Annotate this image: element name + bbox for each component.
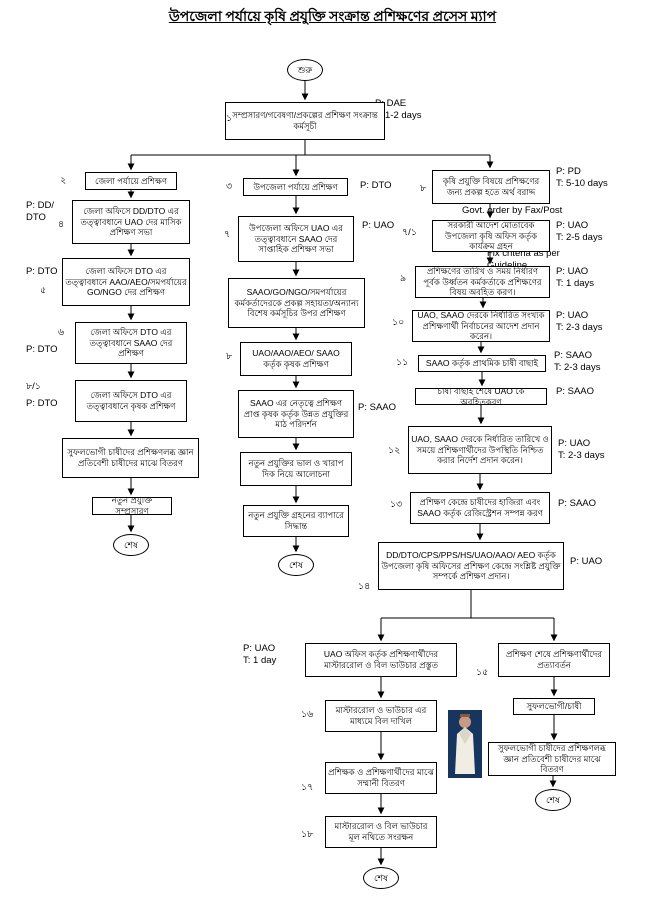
annotation-uao-1day: P: UAO T: 1 days bbox=[556, 266, 595, 289]
node-farmer-training-by-officers: UAO/AAO/AEO/ SAAO কর্তৃক কৃষক প্রশিক্ষণ bbox=[240, 342, 352, 376]
node-district-level-training: জেলা পর্যায়ে প্রশিক্ষণ bbox=[85, 172, 177, 190]
step-number-12: ১২ bbox=[388, 445, 401, 456]
end-terminal-middle: শেষ bbox=[278, 554, 314, 576]
node-district-officer-training: জেলা অফিসে DTO এর তত্ত্বাবধানে AAO/AEO/স… bbox=[62, 258, 190, 306]
step-number-9: ৯ bbox=[400, 273, 407, 284]
node-trainee-return: প্রশিক্ষণ শেষে প্রশিক্ষণার্থীদের প্রত্যা… bbox=[498, 643, 610, 677]
annotation-saao-field: P: SAAO bbox=[358, 402, 397, 413]
annotation-pd: P: PD T: 5-10 days bbox=[556, 166, 608, 189]
node-farmer-shortlisting: SAAO কর্তৃক প্রাথমিক চাষী বাছাই bbox=[418, 355, 546, 372]
end-terminal-bottom-right: শেষ bbox=[535, 789, 571, 811]
annotation-dd-dto: P: DD/ DTO bbox=[26, 200, 54, 223]
step-number-8-right: ৮ bbox=[420, 183, 427, 194]
step-number-7: ৭ bbox=[224, 229, 231, 240]
end-terminal-left: শেষ bbox=[113, 534, 149, 556]
step-number-17: ১৭ bbox=[301, 782, 314, 793]
node-field-visit: SAAO এর নেতৃত্বে প্রশিক্ষণ প্রাপ্ত কৃষক … bbox=[238, 390, 354, 438]
step-number-1: ১ bbox=[226, 113, 233, 124]
node-govt-order-action: সরকারী আদেশ মোতাবেক উপজেলা কৃষি অফিস কর্… bbox=[432, 220, 550, 252]
node-registration: প্রশিক্ষণ কেন্দ্রে চাষীদের হাজিরা এবং SA… bbox=[410, 492, 550, 524]
step-number-3: ৩ bbox=[226, 181, 233, 192]
end-label: শেষ bbox=[374, 872, 388, 883]
annotation-dto-saao: P: DTO bbox=[26, 344, 58, 355]
step-number-14: ১৪ bbox=[358, 581, 371, 592]
end-label: শেষ bbox=[289, 559, 303, 570]
step-number-8-1: ৮/১ bbox=[26, 381, 41, 392]
annotation-uao-2-3a: P: UAO T: 2-3 days bbox=[556, 310, 603, 333]
page-title: উপজেলা পর্যায়ে কৃষি প্রযুক্তি সংক্রান্ত… bbox=[168, 10, 497, 25]
node-schedule-notification: প্রশিক্ষণের তারিখ ও সময় নির্ধারণ পূর্বক… bbox=[415, 266, 550, 298]
node-district-farmer-training: জেলা অফিসে DTO এর তত্ত্বাবধানে কৃষক প্রশ… bbox=[75, 380, 187, 422]
step-number-6: ৬ bbox=[58, 327, 65, 338]
node-training-program: সম্প্রসারণ/গবেষণা/প্রকল্পের প্রশিক্ষণ সং… bbox=[225, 102, 385, 140]
node-attendance-instruction: UAO, SAAO দেরকে নির্ধারিত তারিখে ও সময়ে… bbox=[408, 426, 552, 474]
node-left-knowledge-sharing: সুফলভোগী চাষীদের প্রশিক্ষণলব্ধ জ্ঞান প্র… bbox=[62, 438, 199, 478]
node-technology-discussion: নতুন প্রযুক্তির ভাল ও খারাপ দিক নিয়ে আল… bbox=[240, 452, 352, 486]
node-record-keeping: মাস্টাররোল ও বিল ভাউচার মূল নথিতে সংরক্ষ… bbox=[325, 816, 437, 848]
step-number-13: ১৩ bbox=[390, 499, 403, 510]
annotation-saao-notify: P: SAAO bbox=[556, 386, 595, 397]
node-training-delivery: DD/DTO/CPS/PPS/HS/UAO/AAO/ AEO কর্তৃক উপ… bbox=[378, 542, 564, 590]
step-number-15: ১৫ bbox=[476, 667, 489, 678]
annotation-saao-2-3: P: SAAO T: 2-3 days bbox=[554, 350, 601, 373]
node-new-technology-extension: নতুন প্রযুক্তি সম্প্রসারণ bbox=[92, 497, 172, 515]
step-number-18: ১৮ bbox=[301, 829, 314, 840]
step-number-5: ৫ bbox=[40, 285, 47, 296]
annotation-dto-upazila: P: DTO bbox=[360, 180, 392, 191]
annotation-uao-2-5: P: UAO T: 2-5 days bbox=[556, 220, 603, 243]
node-saao-special-program-training: SAAO/GO/NGO/সমপর্যায়ের কর্মকর্তাদেরকে প… bbox=[228, 278, 365, 328]
step-number-8-mid: ৮ bbox=[226, 351, 233, 362]
end-label: শেষ bbox=[124, 539, 138, 550]
node-upazila-weekly-training-meeting: উপজেলা অফিসে UAO এর তত্ত্বাবধানে SAAO দে… bbox=[238, 216, 354, 262]
annotation-dto-officer: P: DTO bbox=[26, 266, 58, 277]
end-terminal-bottom-left: শেষ bbox=[363, 867, 399, 889]
step-number-2: ২ bbox=[60, 175, 67, 186]
start-terminal: শুরু bbox=[287, 59, 323, 81]
node-technology-adoption-decision: নতুন প্রযুক্তি গ্রহনের ব্যাপারে সিদ্ধান্… bbox=[243, 505, 349, 537]
node-trainee-selection-order: UAO, SAAO দেরকে নির্ধারিত সংখ্যক প্রশিক্… bbox=[412, 310, 550, 342]
node-beneficiary-farmer: সুফলভোগী/চাষী bbox=[513, 698, 595, 715]
node-uao-notification: চাষী বাছাই শেষে UAO কে অবহিতকরণ bbox=[415, 388, 547, 405]
step-number-4: ৪ bbox=[58, 219, 65, 230]
node-knowledge-dissemination: সুফলভোগী চাষীদের প্রশিক্ষণলব্ধ জ্ঞান প্র… bbox=[488, 742, 616, 776]
annotation-uao-train: P: UAO bbox=[570, 556, 603, 567]
annotation-uao-bill: P: UAO T: 1 day bbox=[243, 643, 277, 666]
farmer-image bbox=[448, 710, 482, 778]
node-district-monthly-training-meeting: জেলা অফিসে DD/DTO এর তত্ত্বাবধানে UAO দে… bbox=[72, 200, 190, 244]
annotation-govt-order: Govt. order by Fax/Post bbox=[462, 205, 563, 216]
node-bill-submission: মাস্টাররোল ও ভাউচার এর মাধ্যমে বিল দাখিল bbox=[325, 700, 437, 732]
step-number-11: ১১ bbox=[396, 357, 409, 368]
node-upazila-level-training: উপজেলা পর্যায়ে প্রশিক্ষণ bbox=[243, 178, 348, 196]
annotation-uao-2-3b: P: UAO T: 2-3 days bbox=[558, 438, 605, 461]
node-district-saao-training: জেলা অফিসে DTO এর তত্ত্বাবধানে SAAO দের … bbox=[75, 322, 187, 364]
step-number-10: ১০ bbox=[392, 317, 405, 328]
node-masterroll-voucher-prep: UAO অফিস কর্তৃক প্রশিক্ষণার্থীদের মাস্টা… bbox=[305, 643, 457, 677]
start-label: শুরু bbox=[297, 64, 313, 75]
annotation-dto-farmer: P: DTO bbox=[26, 398, 58, 409]
end-label: শেষ bbox=[546, 794, 560, 805]
step-number-7-1: ৭/১ bbox=[402, 227, 417, 238]
annotation-fix-criteria: Fix criteria as per Guideline bbox=[487, 248, 560, 271]
person-icon bbox=[455, 714, 475, 774]
annotation-saao-reg: P: SAAO bbox=[558, 498, 597, 509]
annotation-uao-weekly: P: UAO bbox=[362, 220, 395, 231]
node-fund-allocation: কৃষি প্রযুক্তি বিষয়ে প্রশিক্ষণের জন্য প… bbox=[432, 170, 550, 204]
node-honorarium-distribution: প্রশিক্ষক ও প্রশিক্ষণার্থীদের মাঝে সম্মা… bbox=[325, 762, 437, 794]
step-number-16: ১৬ bbox=[301, 709, 314, 720]
